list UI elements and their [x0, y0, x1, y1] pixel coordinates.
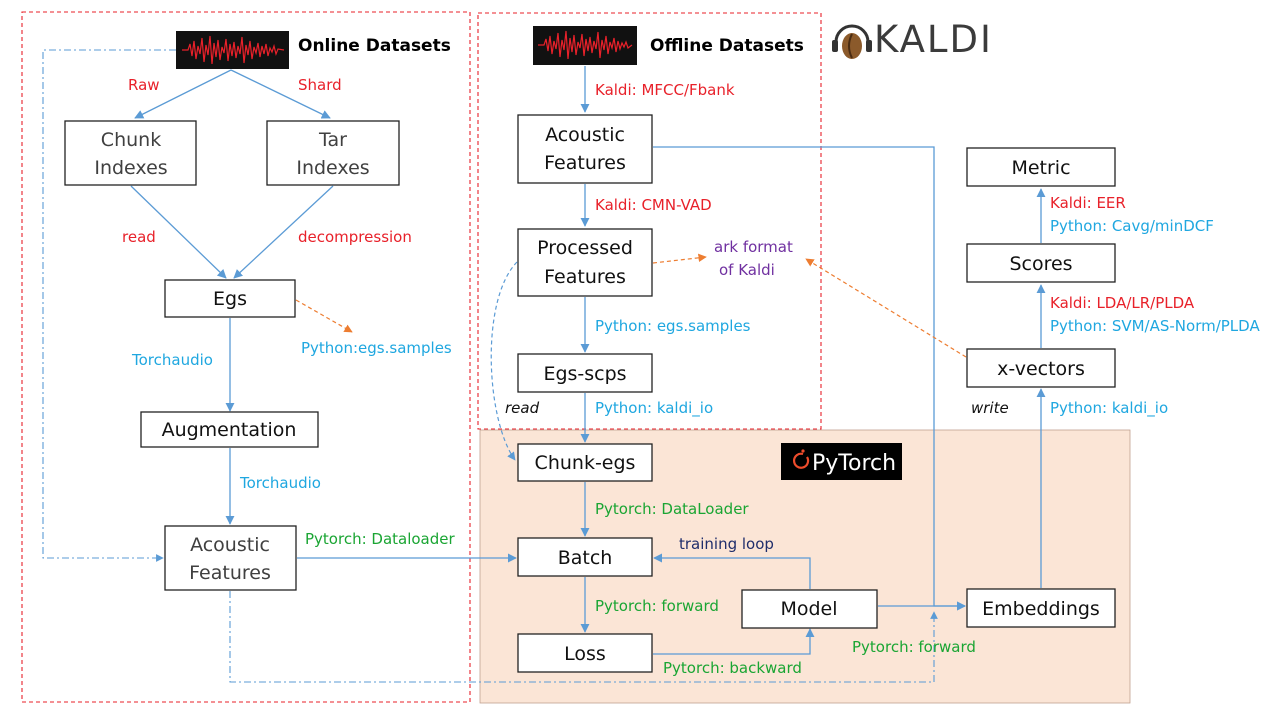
kaldi-lda-label: Kaldi: LDA/LR/PLDA: [1050, 294, 1195, 312]
model-box: Model: [741, 589, 878, 629]
acoustic-line1: Acoustic: [545, 124, 625, 146]
scores-box: Scores: [966, 243, 1116, 283]
torchaudio-label-1: Torchaudio: [131, 351, 213, 369]
xvectors-box: x-vectors: [966, 348, 1116, 388]
kaldi-cmn-label: Kaldi: CMN-VAD: [595, 196, 712, 214]
ark-format-pointer: [652, 253, 707, 264]
online-datasets-header: Online Datasets: [298, 36, 451, 56]
kaldi-logo: KALDI: [832, 18, 993, 61]
pytorch-forward-label-1: Pytorch: forward: [595, 597, 719, 615]
read-arrow: [130, 185, 227, 279]
kaldi-mfcc-label: Kaldi: MFCC/Fbank: [595, 81, 735, 99]
raw-label: Raw: [128, 76, 160, 94]
tar-indexes-line1: Tar: [318, 129, 347, 151]
embeddings-box: Embeddings: [966, 588, 1116, 628]
tar-indexes-box: Tar Indexes: [266, 120, 400, 186]
offline-datasets-header: Offline Datasets: [650, 36, 804, 56]
kaldi-io-xvectors-label: Python: kaldi_io: [1050, 399, 1168, 418]
batch-text: Batch: [558, 547, 613, 569]
raw-audio-bypass-connector: [42, 49, 176, 562]
egs-box: Egs: [164, 279, 296, 318]
backward-arrow: [653, 628, 815, 655]
read-offline-label: read: [505, 399, 540, 417]
decompression-label: decompression: [298, 228, 412, 246]
egs-scps-box: Egs-scps: [517, 353, 653, 393]
kaldi-io-offline-label: Python: kaldi_io: [595, 399, 713, 418]
loss-box: Loss: [517, 633, 653, 673]
chunk-indexes-line1: Chunk: [101, 129, 161, 151]
online-acoustic-line1: Acoustic: [190, 534, 270, 556]
write-label: write: [971, 399, 1009, 417]
acoustic-features-box: Acoustic Features: [517, 114, 653, 184]
online-features-to-embedding-connector: [229, 591, 938, 683]
pytorch-dataloader-label: Pytorch: DataLoader: [595, 500, 749, 518]
processed-line2: Features: [544, 266, 626, 288]
offline-datasets-region: [477, 12, 822, 430]
python-svm-label: Python: SVM/AS-Norm/PLDA: [1050, 317, 1260, 335]
loss-text: Loss: [564, 643, 606, 665]
kaldi-coffee-bean-headphones-icon: [832, 24, 872, 59]
batch-box: Batch: [517, 537, 653, 577]
pytorch-logo: PyTorch: [781, 443, 902, 480]
torchaudio-label-2: Torchaudio: [239, 474, 321, 492]
pytorch-backward-label: Pytorch: backward: [663, 659, 802, 677]
online-acoustic-features-box: Acoustic Features: [164, 525, 297, 591]
shard-arrow: [230, 69, 331, 119]
pytorch-flame-icon: [792, 449, 810, 469]
processed-features-box: Processed Features: [517, 228, 653, 297]
read-processed-curve: [490, 261, 518, 461]
acoustic-line2: Features: [544, 152, 626, 174]
kaldi-eer-label: Kaldi: EER: [1050, 194, 1126, 212]
egs-samples-pointer: [295, 299, 353, 333]
chunk-indexes-line2: Indexes: [94, 157, 167, 179]
pytorch-logo-text: PyTorch: [812, 451, 896, 476]
online-acoustic-line2: Features: [189, 562, 271, 584]
processed-line1: Processed: [537, 237, 633, 259]
augmentation-text: Augmentation: [162, 419, 297, 441]
chunk-egs-box: Chunk-egs: [517, 443, 653, 482]
online-datasets-region: [21, 11, 471, 703]
metric-box: Metric: [966, 147, 1116, 187]
shard-label: Shard: [298, 76, 342, 94]
augmentation-box: Augmentation: [140, 411, 319, 448]
egs-samples-online-label: Python:egs.samples: [301, 339, 452, 357]
decompression-arrow: [233, 185, 334, 279]
egs-text: Egs: [213, 288, 247, 310]
egs-samples-offline-label: Python: egs.samples: [595, 317, 751, 335]
egs-scps-text: Egs-scps: [543, 363, 626, 385]
tar-indexes-line2: Indexes: [296, 157, 369, 179]
pytorch-forward-label-2: Pytorch: forward: [852, 638, 976, 656]
ark-format-line2: of Kaldi: [719, 261, 775, 279]
python-cavg-label: Python: Cavg/minDCF: [1050, 217, 1214, 235]
model-text: Model: [780, 598, 837, 620]
training-loop-arrow: [653, 553, 811, 589]
waveform-icon: [533, 26, 637, 65]
embeddings-text: Embeddings: [982, 598, 1100, 620]
chunk-egs-text: Chunk-egs: [535, 452, 636, 474]
waveform-icon: [176, 31, 289, 69]
metric-text: Metric: [1011, 157, 1070, 179]
scores-text: Scores: [1009, 253, 1072, 275]
ark-format-line1: ark format: [714, 238, 793, 256]
raw-arrow: [134, 69, 232, 119]
xvectors-text: x-vectors: [997, 358, 1085, 380]
xvectors-ark-pointer: [805, 258, 967, 358]
read-label: read: [122, 228, 156, 246]
training-loop-label: training loop: [679, 535, 774, 553]
pytorch-dataloader-online-label: Pytorch: Dataloader: [305, 530, 455, 548]
chunk-indexes-box: Chunk Indexes: [64, 120, 197, 186]
kaldi-logo-text: KALDI: [874, 18, 993, 61]
